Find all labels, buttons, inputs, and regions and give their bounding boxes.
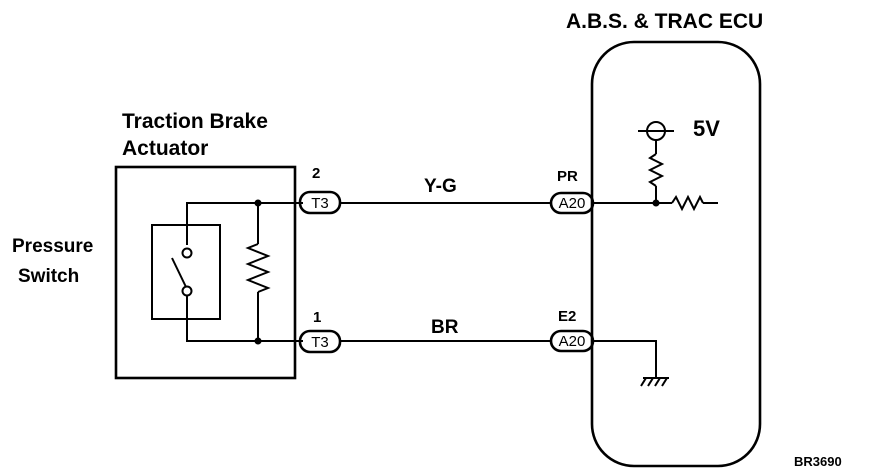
actuator-housing: [114, 165, 297, 380]
wire-color-label: BR: [431, 317, 459, 338]
actuator-title-line2: Actuator: [122, 137, 208, 160]
junction-dot: [652, 199, 660, 207]
wire-color-label: Y-G: [424, 176, 457, 197]
pressure-switch-label-line1: Pressure: [12, 236, 93, 257]
actuator-pin-2: 2: [312, 165, 320, 182]
ecu-internal-circuit: [593, 140, 718, 212]
supply-voltage-label: 5V: [693, 116, 720, 141]
actuator-connector-label: T3: [311, 195, 329, 212]
ecu-pin-e2: E2: [558, 308, 576, 325]
ecu-connector-label: A20: [559, 195, 586, 212]
junction-dot: [254, 337, 262, 345]
ground-icon: [640, 377, 669, 387]
ecu-pin-pr: PR: [557, 168, 578, 185]
actuator-connector-label: T3: [311, 334, 329, 351]
switch-contact-icon: [171, 247, 193, 297]
ecu-housing: [590, 40, 762, 468]
actuator-internal-wiring: [186, 202, 303, 342]
figure-code: BR3690: [794, 454, 842, 469]
actuator-title-line1: Traction Brake: [122, 110, 268, 133]
pressure-switch-label-line2: Switch: [18, 266, 79, 287]
voltage-source-icon: [638, 121, 674, 141]
ground-wire: [593, 340, 657, 377]
ecu-title: A.B.S. & TRAC ECU: [566, 10, 763, 33]
junction-dot: [254, 199, 262, 207]
ecu-connector-label: A20: [559, 333, 586, 350]
actuator-pin-1: 1: [313, 309, 321, 326]
